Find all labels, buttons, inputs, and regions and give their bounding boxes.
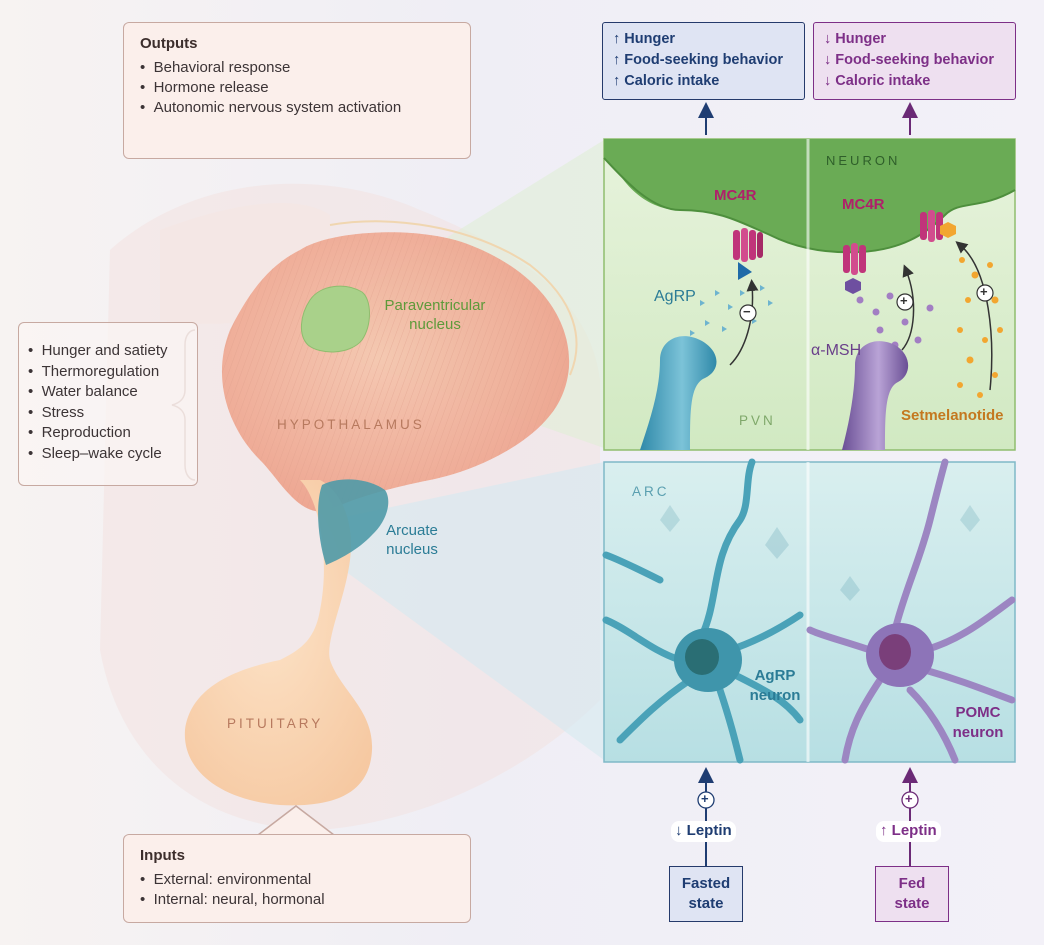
pvn-label: PVN bbox=[739, 413, 776, 428]
effect-item: ↑ Caloric intake bbox=[613, 73, 720, 89]
pvn-panel bbox=[603, 138, 1016, 451]
minus-sign-text: − bbox=[743, 304, 751, 319]
effect-item: ↓ Food-seeking behavior bbox=[824, 52, 994, 68]
outputs-title: Outputs bbox=[140, 35, 198, 52]
outputs-box: Outputs Behavioral response Hormone rele… bbox=[123, 22, 471, 159]
outputs-item: Autonomic nervous system activation bbox=[140, 98, 454, 118]
function-item: Hunger and satiety bbox=[28, 341, 168, 362]
fed-state-box: Fed state bbox=[875, 866, 949, 922]
mc4r-receptor-middle-icon bbox=[843, 243, 866, 294]
leptin-plus-icon bbox=[697, 791, 715, 809]
mc4r-left-label: MC4R bbox=[714, 187, 757, 204]
inputs-item: External: environmental bbox=[140, 870, 454, 890]
function-item: Reproduction bbox=[28, 423, 168, 444]
leptin-fasted-label: ↓ Leptin bbox=[671, 821, 736, 842]
outputs-item: Behavioral response bbox=[140, 58, 454, 78]
inputs-box: Inputs External: environmental Internal:… bbox=[123, 834, 471, 923]
arc-label: ARC bbox=[632, 484, 670, 499]
function-item: Thermoregulation bbox=[28, 362, 168, 383]
plus-sign-icon bbox=[896, 293, 914, 311]
setmelanotide-particles-icon bbox=[957, 257, 1003, 398]
mc4r-receptor-right-icon bbox=[920, 210, 956, 242]
function-item: Sleep–wake cycle bbox=[28, 444, 168, 465]
agrp-neuron-label: AgRP neuron bbox=[749, 667, 801, 704]
function-item: Stress bbox=[28, 403, 168, 424]
fasted-effects-box: ↑ Hunger ↑ Food-seeking behavior ↑ Calor… bbox=[602, 22, 805, 100]
outputs-item: Hormone release bbox=[140, 78, 454, 98]
effect-item: ↓ Hunger bbox=[824, 31, 887, 47]
setmelanotide-label: Setmelanotide bbox=[901, 407, 1004, 424]
hypothalamus-label: HYPOTHALAMUS bbox=[277, 417, 425, 432]
inputs-item: Internal: neural, hormonal bbox=[140, 890, 454, 910]
mc4r-receptor-left-icon bbox=[733, 228, 763, 280]
arcuate-label: Arcuate nucleus bbox=[386, 522, 438, 558]
pomc-neuron-icon bbox=[806, 458, 1016, 764]
leptin-plus-icon bbox=[901, 791, 919, 809]
leptin-plus-text: + bbox=[905, 791, 913, 806]
inputs-title: Inputs bbox=[140, 847, 185, 864]
pomc-neuron-label: POMC neuron bbox=[952, 704, 1004, 741]
plus-sign-text: + bbox=[900, 293, 908, 308]
leptin-fed-label: ↑ Leptin bbox=[876, 821, 941, 842]
plus-sign-text: + bbox=[980, 284, 988, 299]
agrp-neuron-icon bbox=[602, 458, 804, 764]
effect-item: ↓ Caloric intake bbox=[824, 73, 931, 89]
alpha-msh-label: α-MSH bbox=[811, 342, 862, 359]
functions-list: Hunger and satiety Thermoregulation Wate… bbox=[28, 341, 168, 464]
paraventricular-label: Paraventricular nucleus bbox=[384, 297, 486, 333]
leptin-plus-text: + bbox=[701, 791, 709, 806]
effect-item: ↑ Food-seeking behavior bbox=[613, 52, 783, 68]
plus-sign-icon bbox=[976, 284, 994, 302]
fasted-state-box: Fasted state bbox=[669, 866, 743, 922]
effect-item: ↑ Hunger bbox=[613, 31, 676, 47]
neuron-label: NEURON bbox=[826, 153, 901, 168]
fed-effects-box: ↓ Hunger ↓ Food-seeking behavior ↓ Calor… bbox=[813, 22, 1016, 100]
pituitary-label: PITUITARY bbox=[227, 716, 324, 731]
agrp-label: AgRP bbox=[654, 288, 696, 305]
minus-sign-icon bbox=[739, 304, 757, 322]
mc4r-right-label: MC4R bbox=[842, 196, 885, 213]
function-item: Water balance bbox=[28, 382, 168, 403]
arc-panel bbox=[602, 458, 1016, 764]
